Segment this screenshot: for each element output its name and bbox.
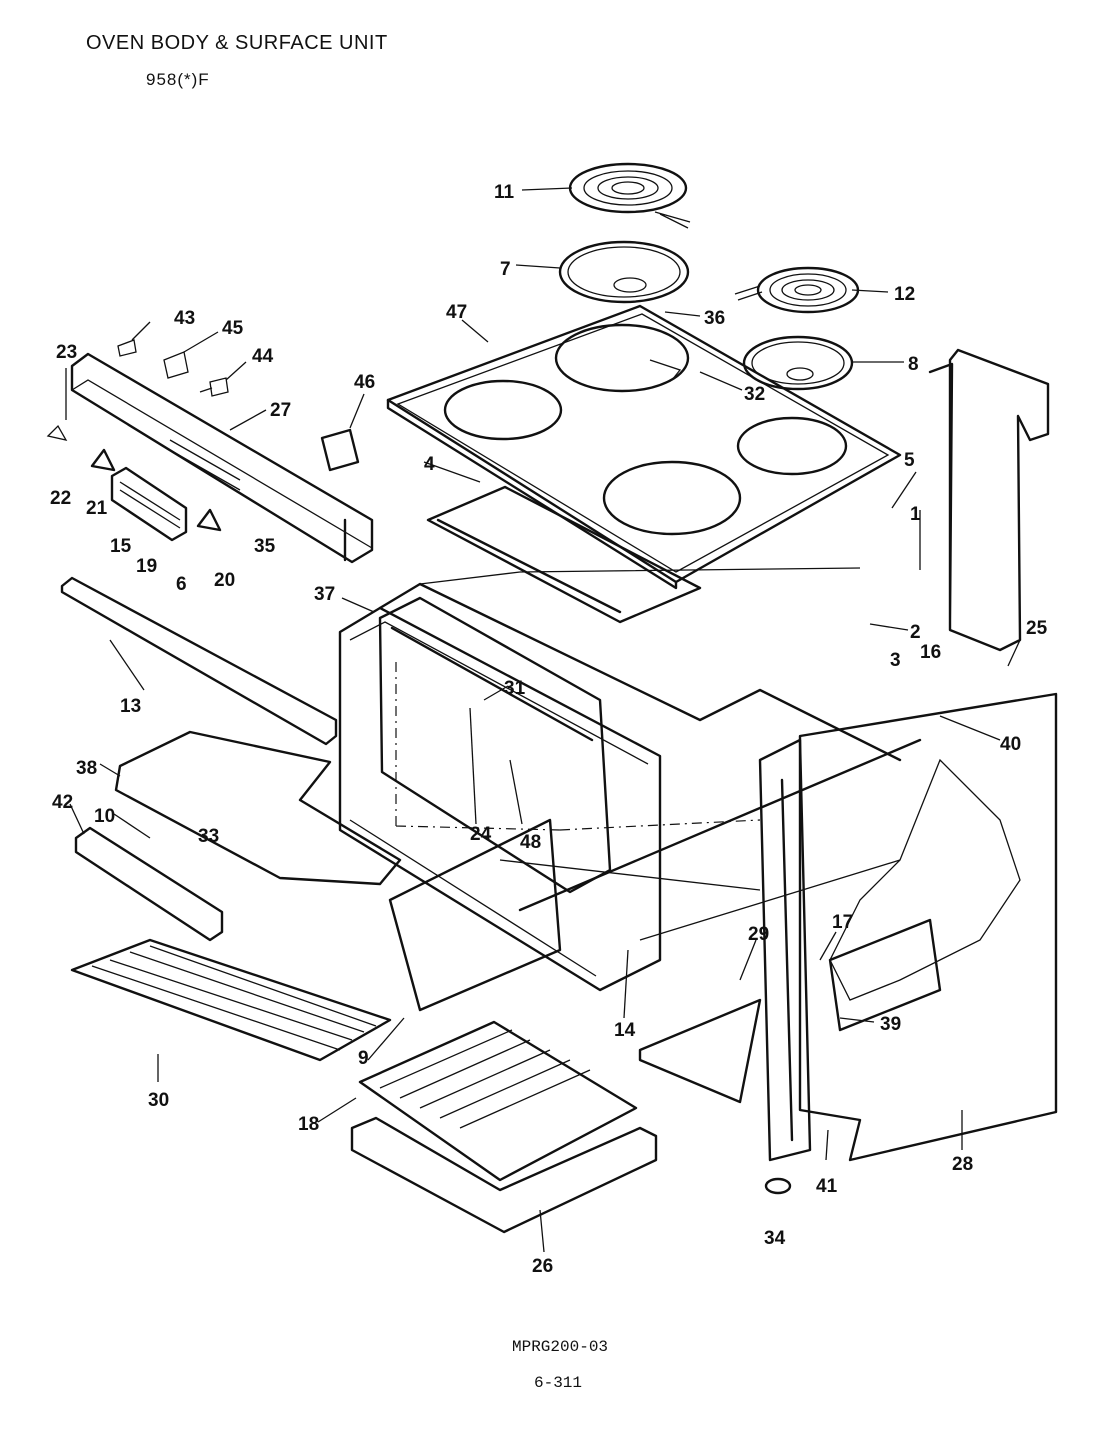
callout-17: 17: [832, 912, 853, 933]
cooktop-support-4: [426, 485, 702, 624]
callout-48: 48: [520, 832, 541, 853]
callout-23: 23: [56, 342, 77, 363]
callout-37: 37: [314, 584, 335, 605]
callout-21: 21: [86, 498, 108, 519]
callout-12: 12: [894, 284, 915, 305]
broiler-pan-26: [350, 1116, 658, 1234]
callout-42: 42: [52, 792, 73, 813]
callout-30: 30: [148, 1090, 169, 1111]
switch-block-15: [110, 466, 188, 542]
front-rail-29: [758, 738, 812, 1162]
callout-18: 18: [298, 1114, 319, 1135]
callout-9: 9: [358, 1048, 369, 1069]
callout-40: 40: [1000, 734, 1021, 755]
drawer-front-42: [74, 826, 224, 942]
callout-14: 14: [614, 1020, 636, 1041]
callout-3: 3: [890, 650, 901, 671]
callout-38: 38: [76, 758, 97, 779]
toe-kick-14: [638, 998, 762, 1104]
oven-rack-30: [70, 938, 392, 1062]
callout-4: 4: [424, 454, 435, 475]
callout-22: 22: [50, 488, 71, 509]
callout-31: 31: [504, 678, 526, 699]
broiler-38: [114, 730, 402, 886]
callout-2: 2: [910, 622, 921, 643]
callout-1: 1: [910, 504, 921, 525]
knob-21: [90, 448, 116, 472]
callout-28: 28: [952, 1154, 973, 1175]
callout-20: 20: [214, 570, 235, 591]
callout-16: 16: [920, 642, 941, 663]
part-44: [199, 377, 229, 397]
model-number: 958(*)F: [146, 70, 210, 89]
part-43: [117, 339, 137, 357]
leveler-34: [764, 1177, 792, 1195]
knob-22: [46, 424, 68, 441]
callout-44: 44: [252, 346, 274, 367]
document-code: MPRG200-03: [512, 1338, 609, 1356]
page-code: 6-311: [534, 1374, 583, 1392]
callout-19: 19: [136, 556, 157, 577]
callout-29: 29: [748, 924, 769, 945]
callout-34: 34: [764, 1228, 786, 1249]
control-panel-27: [70, 352, 374, 564]
callout-15: 15: [110, 536, 132, 557]
callout-26: 26: [532, 1256, 553, 1277]
part-46: [320, 428, 360, 472]
callout-33: 33: [198, 826, 219, 847]
drip-bowl-7: [558, 240, 690, 304]
cooktop-47: [386, 304, 902, 590]
callout-47: 47: [446, 302, 467, 323]
knob-20: [196, 508, 222, 532]
surface-element-12: [734, 266, 860, 314]
callout-39: 39: [880, 1014, 901, 1035]
callout-10: 10: [94, 806, 115, 827]
leader-lines: [65, 187, 1021, 1253]
callout-35: 35: [254, 536, 276, 557]
surface-element-11: [568, 162, 691, 229]
rear-panel: [928, 348, 1050, 652]
part-45: [163, 351, 189, 379]
callout-5: 5: [904, 450, 915, 471]
oven-bottom-9: [388, 818, 562, 1012]
oven-liner-37: [378, 596, 612, 894]
callout-6: 6: [176, 574, 187, 595]
drip-bowl-8: [742, 335, 854, 391]
diagram-title: OVEN BODY & SURFACE UNIT: [86, 32, 388, 54]
front-frame-13: [60, 576, 338, 746]
callout-8: 8: [908, 354, 919, 375]
bake-element-39: [828, 918, 942, 1032]
broiler-pan-18: [358, 1020, 638, 1182]
callout-41: 41: [816, 1176, 838, 1197]
callout-36: 36: [704, 308, 725, 329]
callout-27: 27: [270, 400, 291, 421]
callout-11: 11: [494, 182, 515, 203]
side-panel-28: [798, 692, 1058, 1162]
callout-45: 45: [222, 318, 244, 339]
callout-32: 32: [744, 384, 765, 405]
callout-13: 13: [120, 696, 141, 717]
callout-25: 25: [1026, 618, 1048, 639]
callout-43: 43: [174, 308, 195, 329]
callout-7: 7: [500, 259, 511, 280]
callout-24: 24: [470, 824, 492, 845]
callout-46: 46: [354, 372, 375, 393]
